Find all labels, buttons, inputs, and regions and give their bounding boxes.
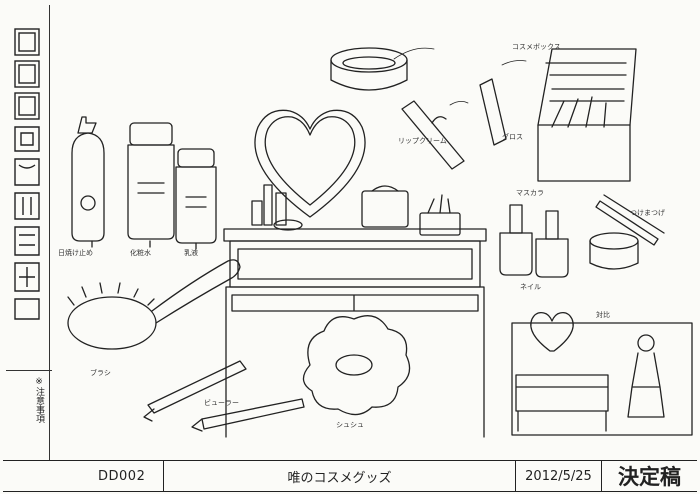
milk-bottle <box>175 148 217 244</box>
dresser-items <box>251 184 461 236</box>
hair-brush <box>67 259 241 350</box>
title-block: DD002 唯のコスメグッズ 2012/5/25 決定稿 <box>3 460 697 492</box>
round-tin <box>589 232 639 270</box>
curler <box>143 360 305 432</box>
sidebar: ※注意事項 <box>3 5 52 460</box>
label-nail: ネイル <box>520 283 541 291</box>
label-gloss: グロス <box>502 133 523 141</box>
label-taiwa: 対比 <box>596 311 610 319</box>
small-vanity-scene <box>511 311 693 436</box>
dresser <box>223 228 487 438</box>
label-scrunchie: シュシュ <box>336 421 364 429</box>
side-title-stamp <box>14 28 40 320</box>
uv-bottle <box>71 116 105 242</box>
label-uv-bottle: 日焼け止め <box>58 249 93 257</box>
notes-label: ※注意事項 <box>34 377 44 423</box>
toner-bottle <box>127 122 175 240</box>
label-brush: ブラシ <box>90 369 111 377</box>
heart-mirror <box>254 109 366 218</box>
sheet-title: 唯のコスメグッズ <box>163 461 516 491</box>
eyelash-tool <box>595 194 665 246</box>
label-lip: リップクリーム <box>398 137 447 145</box>
cosmetics-drawing <box>67 47 693 438</box>
label-cosme-box: コスメボックス <box>512 43 561 51</box>
cosme-box <box>537 48 637 182</box>
nail-bottles <box>499 204 569 278</box>
notes-box <box>6 370 52 466</box>
label-curler: ビューラー <box>204 399 239 407</box>
label-milk: 乳液 <box>184 249 198 257</box>
label-mascara: マスカラ <box>516 189 544 197</box>
sheet-status: 決定稿 <box>601 461 697 491</box>
compact-case <box>330 47 408 91</box>
lip-gloss <box>401 78 507 170</box>
scrunchie <box>302 315 411 416</box>
label-toner: 化粧水 <box>130 249 151 257</box>
label-eyelash: つけまつげ <box>630 209 665 217</box>
sheet-date: 2012/5/25 <box>525 468 592 484</box>
sheet-code: DD002 <box>98 468 146 484</box>
